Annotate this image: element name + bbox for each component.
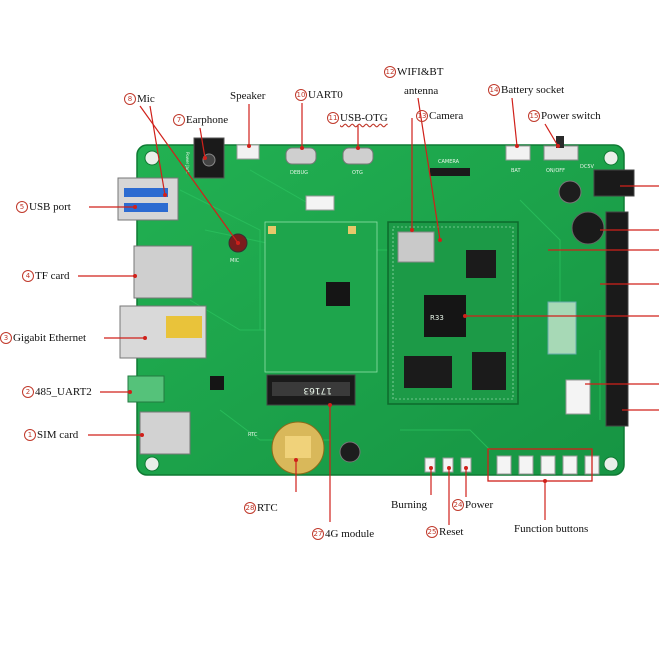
leader-lines	[78, 97, 659, 525]
terminal-485	[127, 375, 165, 403]
module-code-silk: 17163	[303, 385, 332, 395]
power-jack-silk: Power Jack	[185, 152, 190, 174]
wifi-module-chip	[397, 231, 435, 263]
label-number: 12	[384, 66, 396, 78]
battery-connector	[505, 145, 531, 161]
label-number: 8	[124, 93, 136, 105]
camera-fpc	[430, 168, 470, 176]
label-number: 13	[416, 110, 428, 122]
pcie-latch	[268, 226, 276, 234]
capacitor-bottom	[339, 441, 361, 463]
pcie-latch	[348, 226, 356, 234]
label-number: 3	[0, 332, 12, 344]
function-buttons-frame	[487, 448, 593, 482]
gpio-header	[605, 211, 629, 427]
label-antenna: antenna	[404, 85, 439, 97]
label-number: 1	[24, 429, 36, 441]
soc-chip	[424, 295, 466, 337]
chip	[326, 282, 350, 306]
chip	[210, 376, 224, 390]
label-number: 27	[312, 528, 324, 540]
usb-port-body	[117, 177, 179, 221]
mount-hole	[144, 456, 160, 472]
otg-silk: OTG	[352, 170, 363, 176]
mount-hole	[144, 150, 160, 166]
label-number: 25	[426, 526, 438, 538]
emmc-chip	[404, 356, 452, 388]
white-header	[305, 195, 335, 211]
buzzer	[571, 211, 605, 245]
power-switch-body	[543, 145, 579, 161]
label-number: 11	[327, 112, 339, 124]
label-number: 4	[22, 270, 34, 282]
label-number: 24	[452, 499, 464, 511]
white-connector-mid	[547, 301, 577, 355]
mount-hole	[603, 456, 619, 472]
label-number: 7	[173, 114, 185, 126]
white-connector-right	[565, 379, 591, 415]
mini-pcie-area	[264, 221, 378, 373]
mic-silk: MIC	[230, 258, 240, 264]
debug-silk: DEBUG	[290, 170, 308, 176]
label-speaker: Speaker	[230, 90, 266, 102]
label-number: 2	[22, 386, 34, 398]
capacitor-top	[558, 180, 582, 204]
function-button-row	[496, 455, 600, 475]
ddr-chip	[472, 352, 506, 390]
soc-chip-silk: R33	[430, 314, 444, 322]
sim-card-slot	[139, 411, 191, 455]
camera-silk: CAMERA	[438, 159, 460, 165]
label-number: 15	[528, 110, 540, 122]
tf-card-slot	[133, 245, 193, 299]
label-number: 28	[244, 502, 256, 514]
label-number: 5	[16, 201, 28, 213]
small-buttons	[424, 457, 472, 473]
uart0-typec	[285, 147, 317, 165]
label-number: 10	[295, 89, 307, 101]
on-off-silk: ON/OFF	[546, 168, 565, 174]
label-function-buttons: Function buttons	[514, 523, 589, 535]
dc-jack	[593, 169, 635, 197]
rtc-silk: RTC	[248, 432, 258, 438]
label-number: 14	[488, 84, 500, 96]
mount-hole	[603, 150, 619, 166]
dc5v-silk: DC5V	[580, 164, 595, 170]
label-burning: Burning	[391, 499, 428, 511]
bat-silk: BAT	[511, 168, 521, 174]
memory-chip	[466, 250, 496, 278]
otg-typec	[342, 147, 374, 165]
